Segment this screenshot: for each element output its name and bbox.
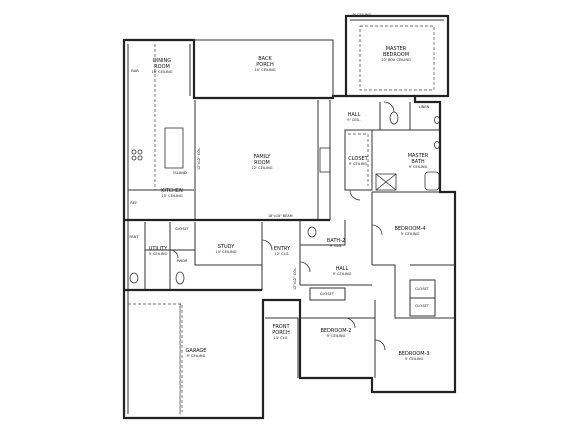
label-closet-a: CLOSET <box>175 227 190 231</box>
fireplace <box>319 147 331 173</box>
bathtub <box>424 171 440 191</box>
ceiling-utility: 9' CEILING <box>149 252 168 256</box>
ceiling-hall-upper: 9' CEIL. <box>347 118 360 122</box>
ceiling-bedroom-4: 9' CEILING <box>401 232 420 236</box>
ceiling-outlines <box>128 25 435 415</box>
ceiling-closet-upper: 9' CEILING <box>349 162 368 166</box>
label-dining: DINING <box>153 58 171 64</box>
label-closet-b: CLOSET <box>320 292 335 296</box>
label-hall-lower: HALL <box>336 266 349 272</box>
ceiling-front-porch: 14' CLG. <box>273 336 288 340</box>
label-bedroom-4: BEDROOM-4 <box>394 226 425 232</box>
ceiling-study: 10' CEILING <box>215 250 236 254</box>
label-bar: BAR <box>131 69 139 73</box>
label-closet-upper: CLOSET <box>348 156 368 162</box>
label-master-bedroom-2: BEDROOM <box>383 52 409 58</box>
ceiling-back-porch: 10' CEILING <box>254 68 275 72</box>
label-front-porch: FRONT <box>272 324 290 330</box>
label-front-porch-2: PORCH <box>272 330 290 336</box>
ceiling-master-bath: 9' CEILING <box>409 165 428 169</box>
label-ref: REF. <box>130 201 137 205</box>
label-closet-d: CLOSET <box>415 304 430 308</box>
label-closet-c: CLOSET <box>415 287 430 291</box>
label-family: FAMILY <box>254 154 272 160</box>
label-back-porch: BACK <box>258 56 272 62</box>
small-labels: BAR PANT PWDR CLOSET CLOSET CLOSET CLOSE… <box>129 69 429 308</box>
ceiling-garage: 9' CEILING <box>187 354 206 358</box>
ceiling-kitchen: 10' CEILING <box>161 194 182 198</box>
label-hall-upper: HALL <box>348 112 361 118</box>
kitchen-island <box>164 127 184 169</box>
label-entry: ENTRY <box>274 246 291 252</box>
toilet-bath2 <box>307 226 317 238</box>
label-master-bedroom: MASTER <box>386 46 407 52</box>
label-bedroom-3: BEDROOM-3 <box>398 351 429 357</box>
label-garage: GARAGE <box>186 348 207 354</box>
label-linen: LINEN <box>419 105 430 109</box>
ceiling-bath-2: 9' CLG. <box>330 244 343 248</box>
label-study: STUDY <box>218 244 235 250</box>
note-beam: 18"x18" BEAM <box>268 214 293 218</box>
toilet-master <box>389 111 399 125</box>
label-back-porch-2: PORCH <box>256 62 274 68</box>
label-utility: UTILITY <box>149 246 169 252</box>
ceiling-master-bedroom: 10' BOX CEILING <box>381 58 411 62</box>
ceiling-master-top: 9' CEILING <box>353 13 372 17</box>
ceiling-dining: 10' CEILING <box>151 70 172 74</box>
label-kitchen: KITCHEN <box>161 188 183 194</box>
interior-walls <box>124 39 455 378</box>
ceiling-entry: 12' CLG. <box>274 252 289 256</box>
fixtures <box>129 101 440 351</box>
structural-notes: 18"x18" BEAM 12"x12" COL. 12"x12" COL. <box>197 147 297 290</box>
ceiling-bedroom-2: 9' CEILING <box>327 334 346 338</box>
label-master-bath-2: BATH <box>411 159 425 165</box>
shower <box>375 173 397 191</box>
toilet-pwdr <box>175 271 185 285</box>
ceiling-hall-lower: 9' CEILING <box>333 272 352 276</box>
label-master-bath: MASTER <box>408 153 429 159</box>
toilet-utility <box>129 272 139 284</box>
label-dining-2: ROOM <box>154 64 170 70</box>
note-col-a: 12"x12" COL. <box>197 147 201 170</box>
label-island: ISLAND <box>173 171 187 175</box>
label-bedroom-2: BEDROOM-2 <box>320 328 351 334</box>
note-col-b: 12"x12" COL. <box>293 267 297 290</box>
label-pant: PANT <box>129 235 139 239</box>
label-family-2: ROOM <box>254 160 270 166</box>
label-pwdr: PWDR <box>177 259 188 263</box>
room-labels: DINING ROOM 10' CEILING BACK PORCH 10' C… <box>149 13 430 361</box>
label-bath-2: BATH-2 <box>327 238 345 244</box>
ceiling-family: 12' CEILING <box>251 166 272 170</box>
ceiling-bedroom-3: 9' CEILING <box>405 357 424 361</box>
